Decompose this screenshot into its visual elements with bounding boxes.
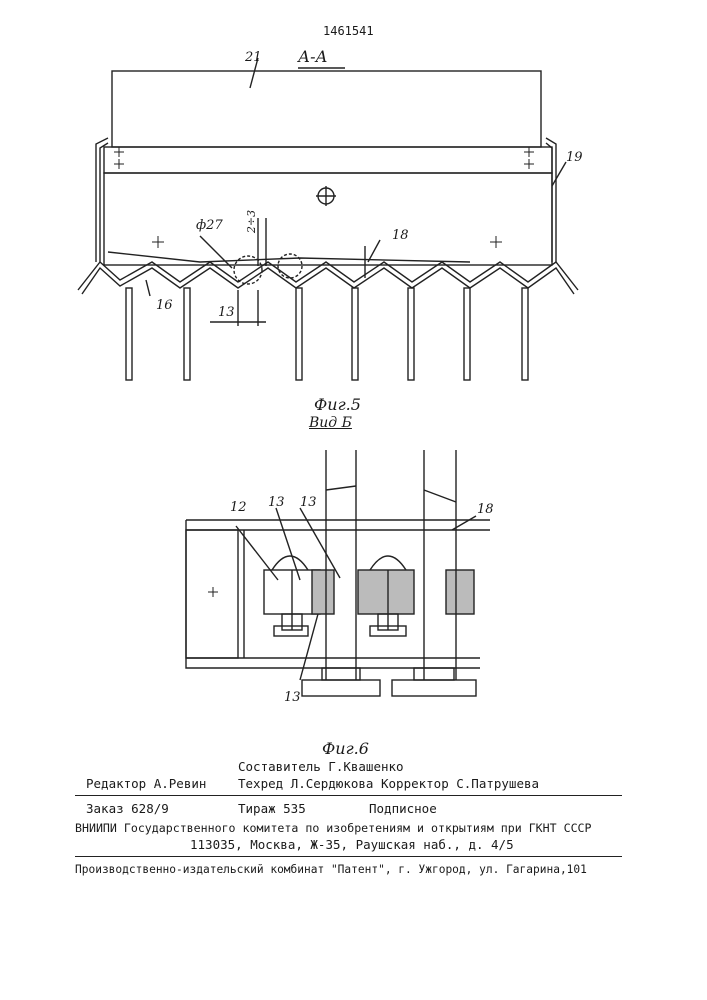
callout-21: 21 xyxy=(245,50,262,65)
pins xyxy=(126,288,528,380)
figure-5-caption: Фиг.5 xyxy=(314,395,361,414)
imprint-compiler: Составитель Г.Квашенко xyxy=(238,760,404,774)
imprint-editor: Редактор А.Ревин xyxy=(86,777,206,791)
callout-16: 16 xyxy=(156,298,173,313)
callout-18-fig6: 18 xyxy=(477,502,494,517)
imprint-circulation: Тираж 535 xyxy=(238,802,306,816)
figure-6-caption: Фиг.6 xyxy=(322,739,369,758)
callout-13-a: 13 xyxy=(268,495,285,510)
callout-13-fig5: 13 xyxy=(218,305,235,320)
imprint-institute: ВНИИПИ Государственного комитета по изоб… xyxy=(75,821,592,835)
callout-gap: 2÷3 xyxy=(245,210,258,233)
imprint-techred-corrector: Техред Л.Сердюкова Корректор С.Патрушева xyxy=(238,777,539,791)
callout-12: 12 xyxy=(230,500,247,515)
imprint-subscription: Подписное xyxy=(369,802,437,816)
callout-dia27: ф27 xyxy=(196,218,223,233)
callout-13-b: 13 xyxy=(300,495,317,510)
figure-5-drawing xyxy=(0,0,707,420)
callout-19: 19 xyxy=(566,150,583,165)
imprint-publisher: Производственно-издательский комбинат "П… xyxy=(75,863,587,877)
imprint-address: 113035, Москва, Ж-35, Раушская наб., д. … xyxy=(190,838,514,852)
imprint-rule-1 xyxy=(75,795,622,796)
callout-18-fig5: 18 xyxy=(392,228,409,243)
imprint-rule-2 xyxy=(75,856,622,857)
figure-6-drawing xyxy=(0,430,707,760)
callout-13-c: 13 xyxy=(284,690,301,705)
box-21 xyxy=(112,71,541,147)
imprint-order: Заказ 628/9 xyxy=(86,802,169,816)
view-label-b: Вид Б xyxy=(309,415,352,431)
section-label-aa: А-А xyxy=(298,47,328,66)
